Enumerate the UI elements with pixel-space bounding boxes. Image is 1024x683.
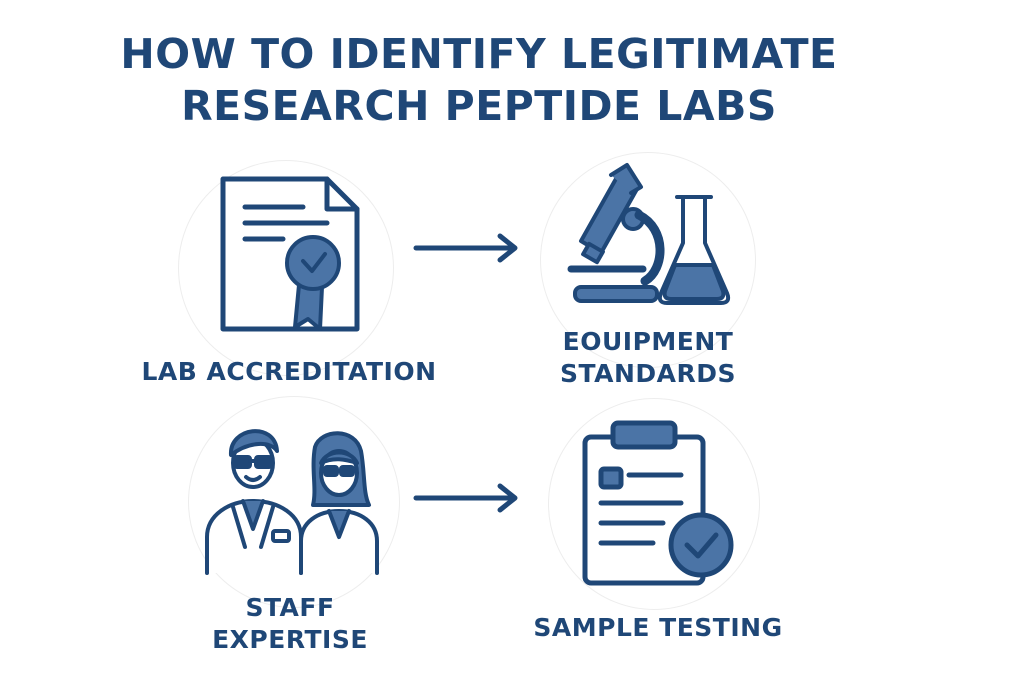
testing-icon-circle: [548, 398, 760, 610]
microscope-flask-icon: [567, 163, 731, 305]
certificate-icon: [220, 176, 360, 332]
step-label-staff-expertise: STAFF EXPERTISE: [212, 593, 368, 654]
arrow-right-icon: [413, 233, 518, 263]
title-line-2: RESEARCH PEPTIDE LABS: [181, 82, 777, 130]
staff-icon-circle: [188, 396, 400, 608]
page-title: HOW TO IDENTIFY LEGITIMATE RESEARCH PEPT…: [0, 28, 958, 132]
clipboard-check-icon: [582, 420, 734, 586]
accreditation-icon-circle: [178, 160, 394, 376]
equipment-icon-circle: [540, 152, 756, 368]
step-label-lab-accreditation: LAB ACCREDITATION: [141, 357, 437, 386]
arrow-right-icon: [413, 483, 518, 513]
step-label-sample-testing: SAMPLE TESTING: [533, 613, 783, 642]
step-label-equipment-standards: EOUIPMENT STANDARDS: [560, 327, 736, 388]
title-line-1: HOW TO IDENTIFY LEGITIMATE: [120, 30, 838, 78]
scientists-icon: [205, 429, 379, 575]
